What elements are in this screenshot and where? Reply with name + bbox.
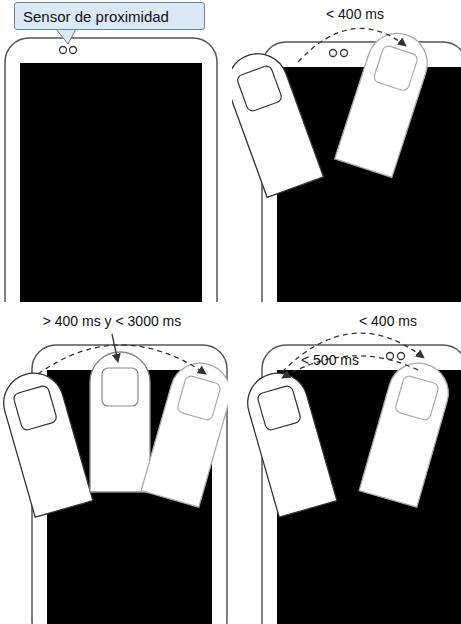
- finger: [335, 26, 435, 178]
- callout-pointer: [56, 29, 76, 44]
- sensor-dot: [341, 50, 348, 57]
- finger-nail: [13, 385, 58, 431]
- finger-nail: [394, 375, 439, 421]
- panel: [5, 38, 217, 302]
- finger: [141, 356, 228, 507]
- finger: [90, 352, 150, 492]
- timing-label: < 400 ms: [326, 6, 384, 22]
- sensor-dot: [387, 353, 394, 360]
- finger: [0, 366, 93, 517]
- sensor-dot: [70, 47, 77, 54]
- finger-nail: [102, 368, 138, 406]
- finger-outline: [141, 356, 228, 507]
- finger: [359, 356, 455, 507]
- motion-arc: [38, 345, 206, 374]
- node-text: Sensor de proximidad: [23, 8, 169, 25]
- sensor-dot: [60, 47, 67, 54]
- motion-arc: [298, 28, 406, 62]
- timing-label: > 400 ms y < 3000 ms: [43, 313, 182, 329]
- timing-label: < 500 ms: [301, 352, 359, 368]
- phone-screen: [20, 63, 202, 302]
- timing-label: < 400 ms: [359, 313, 417, 329]
- motion-arc: [282, 356, 418, 378]
- finger-nail: [236, 64, 283, 112]
- finger: [232, 45, 324, 197]
- sensor-dot: [398, 353, 405, 360]
- finger-outline: [241, 366, 337, 517]
- finger-outline: [359, 356, 455, 507]
- finger: [241, 366, 337, 517]
- finger-nail: [257, 385, 302, 431]
- leader-line: [112, 334, 118, 362]
- panel: [241, 345, 461, 624]
- finger-nail: [176, 375, 221, 421]
- sensor-dot: [330, 50, 337, 57]
- panel: [0, 345, 228, 624]
- motion-arc: [282, 333, 424, 372]
- finger-nail: [373, 45, 419, 92]
- panel: [232, 26, 461, 302]
- finger-outline: [0, 366, 93, 517]
- callout-box: Sensor de proximidad: [14, 2, 205, 30]
- finger-outline: [90, 352, 150, 492]
- finger-outline: [335, 26, 435, 178]
- finger-outline: [232, 45, 324, 197]
- phone-body: [5, 38, 217, 302]
